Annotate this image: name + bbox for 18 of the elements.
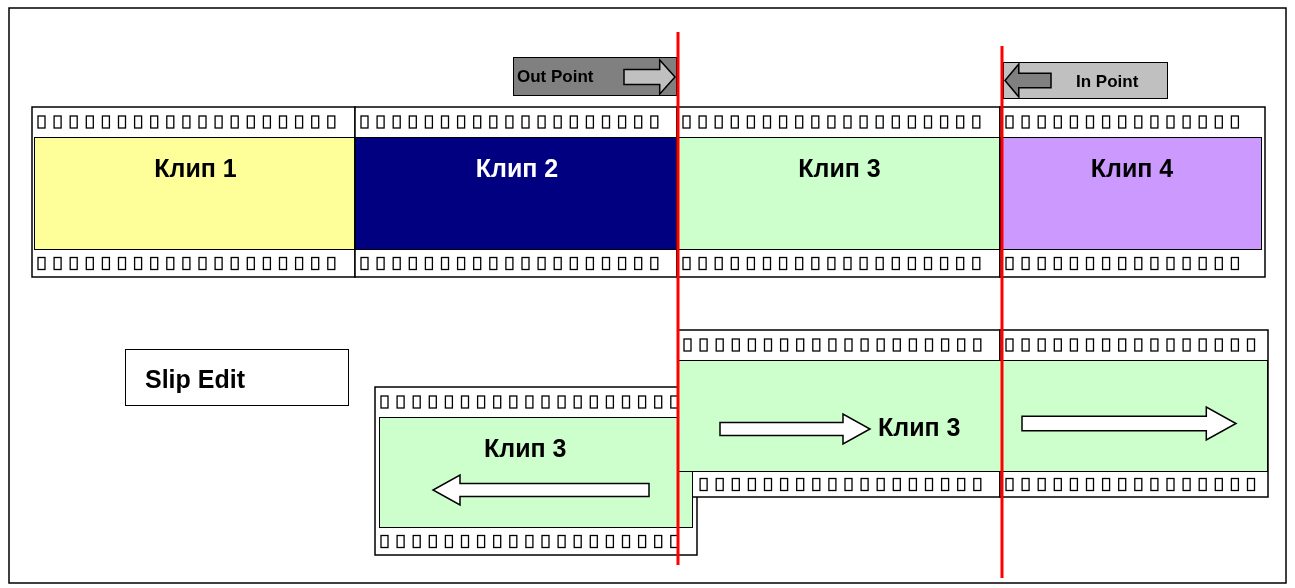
clip-label: Клип 3 — [484, 434, 567, 463]
label-box — [125, 349, 349, 406]
clip-segment — [379, 417, 693, 528]
edit-point-marker — [513, 57, 677, 96]
clip-segment — [34, 137, 355, 250]
clip-label: Клип 3 — [798, 154, 881, 183]
clip-segment — [677, 137, 1000, 250]
marker-label: In Point — [1076, 72, 1139, 92]
clip-segment — [1000, 137, 1262, 250]
clip-label: Клип 2 — [475, 154, 559, 183]
marker-label: Out Point — [517, 67, 594, 87]
clip-label: Клип 3 — [878, 413, 961, 442]
edit-point-marker — [1003, 62, 1168, 99]
clip-segment — [355, 137, 677, 250]
clip-label: Клип 4 — [1090, 154, 1174, 183]
title-label: Slip Edit — [145, 365, 245, 394]
clip-segment — [678, 360, 1268, 472]
clip-label: Клип 1 — [154, 154, 237, 183]
